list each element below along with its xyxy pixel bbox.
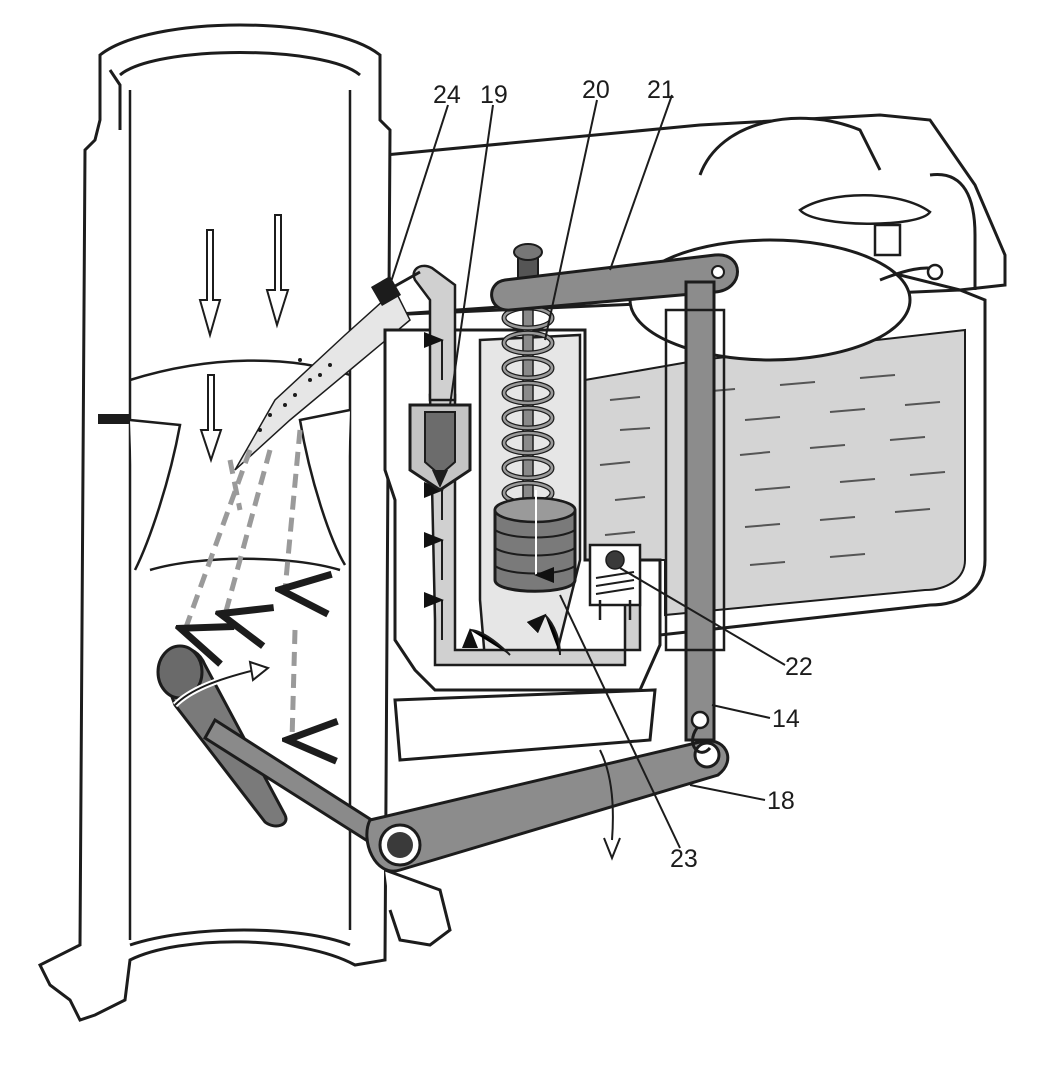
label-18: 18 [767, 787, 795, 815]
throttle-lever-18 [365, 739, 730, 873]
pump-rod-14 [664, 280, 726, 754]
label-14: 14 [772, 705, 800, 733]
sprayer-nozzle-24 [370, 270, 421, 307]
label-20: 20 [582, 76, 610, 104]
mixing-chamber [37, 23, 452, 1022]
pump-piston-23 [493, 490, 577, 593]
throttle-valve [156, 644, 398, 855]
label-19: 19 [480, 81, 508, 109]
label-24: 24 [433, 81, 461, 109]
label-22: 22 [785, 653, 813, 681]
label-23: 23 [670, 845, 698, 873]
air-flow-arrows [198, 214, 290, 464]
mixture-arrows [185, 429, 300, 740]
spray-jet [234, 288, 411, 471]
label-21: 21 [647, 76, 675, 104]
leader-lines [389, 94, 786, 849]
discharge-valve-19 [408, 403, 472, 492]
pump-spring-20 [501, 243, 555, 556]
inlet-valve-22 [588, 543, 642, 620]
